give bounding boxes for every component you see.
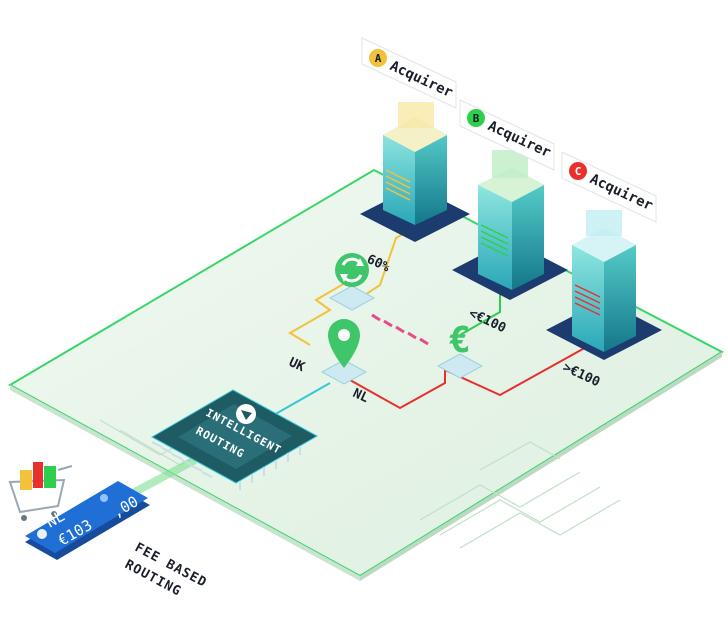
badge-a-icon bbox=[369, 49, 387, 67]
acquirer-label-a: A Acquirer bbox=[361, 37, 457, 109]
label-nl: NL bbox=[350, 386, 371, 406]
euro-icon: € bbox=[449, 320, 471, 361]
sync-pin bbox=[328, 253, 376, 311]
route-green bbox=[459, 290, 501, 336]
chip-pins bbox=[151, 441, 301, 490]
location-pin bbox=[320, 319, 368, 385]
payment-card: NL €103 ,00 bbox=[25, 481, 150, 560]
svg-text:B: B bbox=[473, 112, 480, 125]
euro-pin: € bbox=[436, 320, 484, 379]
location-icon bbox=[328, 319, 360, 368]
acquirer-b-tower bbox=[452, 150, 568, 300]
cart-icon bbox=[8, 462, 73, 521]
svg-text:C: C bbox=[575, 165, 582, 178]
acquirer-c-tower bbox=[546, 210, 662, 360]
badge-b-icon bbox=[467, 109, 485, 127]
acquirer-a-tower bbox=[360, 102, 470, 242]
badge-c-icon bbox=[569, 162, 587, 180]
flow-dashes bbox=[371, 313, 429, 346]
routing-chip: INTELLIGENT ROUTING bbox=[150, 389, 319, 490]
svg-text:A: A bbox=[375, 52, 382, 65]
board-edge bbox=[10, 385, 360, 581]
label-uk: UK bbox=[286, 355, 307, 375]
